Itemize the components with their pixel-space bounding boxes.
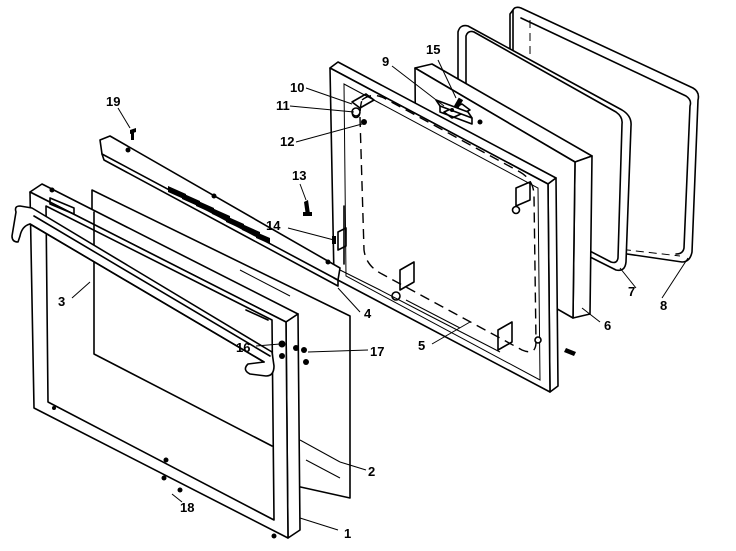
callout-2: 2 (368, 464, 375, 479)
callout-12: 12 (280, 134, 294, 149)
callout-18: 18 (180, 500, 194, 515)
part-13-screw (303, 200, 312, 216)
callout-7: 7 (628, 284, 635, 299)
part-17-screws (301, 347, 309, 365)
leader-lines (71, 59, 689, 531)
callout-11: 11 (276, 98, 290, 113)
callout-6: 6 (604, 318, 611, 333)
part-12-screw (361, 119, 367, 125)
callout-1: 1 (344, 526, 351, 541)
callout-10: 10 (290, 80, 304, 95)
part-1-outer-frame (29, 183, 301, 539)
callout-5: 5 (418, 338, 425, 353)
vent-slots (168, 186, 270, 244)
part-18-screw (161, 475, 183, 493)
callout-9: 9 (382, 54, 389, 69)
part-4-vent-trim (99, 135, 341, 287)
part-3-handle (11, 205, 275, 377)
callout-15: 15 (426, 42, 440, 57)
callout-labels: 19 13 14 10 11 12 9 15 3 4 5 6 7 8 16 17… (58, 42, 667, 541)
callout-14: 14 (266, 218, 281, 233)
callout-4: 4 (364, 306, 372, 321)
callout-16: 16 (236, 340, 250, 355)
callout-17: 17 (370, 344, 384, 359)
part-5-screw (564, 348, 576, 356)
callout-3: 3 (58, 294, 65, 309)
callout-13: 13 (292, 168, 306, 183)
part-16-screws (278, 340, 299, 359)
part-5-inner-frame (329, 61, 559, 393)
part-19-screw (130, 128, 136, 140)
callout-8: 8 (660, 298, 667, 313)
part-15-screw (453, 97, 483, 125)
callout-19: 19 (106, 94, 120, 109)
